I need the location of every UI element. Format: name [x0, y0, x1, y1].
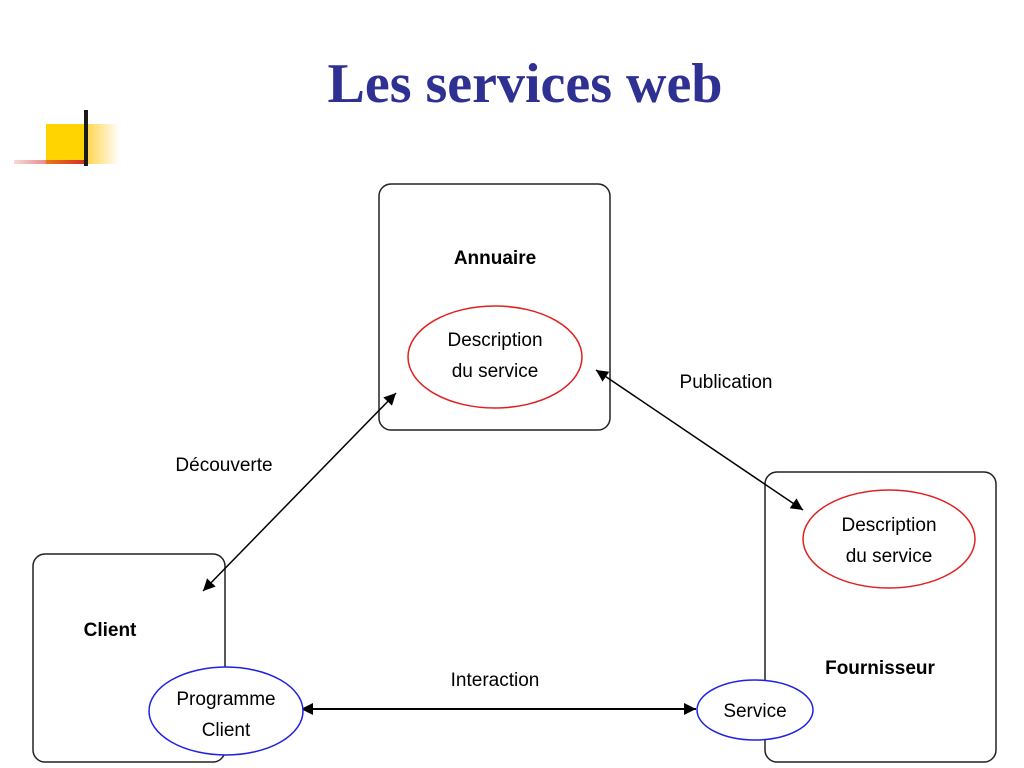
annuaire-description-line2: du service: [452, 361, 539, 382]
black-bar-decoration: [84, 110, 88, 166]
annuaire-node: Annuaire Description du service: [378, 183, 611, 431]
yellow-fade-decoration: [86, 124, 120, 164]
red-bar-decoration: [14, 160, 86, 164]
client-label: Client: [84, 620, 137, 641]
interaction-label: Interaction: [451, 670, 540, 691]
annuaire-description-line1: Description: [447, 330, 542, 351]
publication-label: Publication: [680, 372, 773, 393]
programme-client-line1: Programme: [176, 689, 275, 710]
fournisseur-node: Description du service Fournisseur: [764, 471, 997, 763]
service-label: Service: [723, 701, 786, 722]
decouverte-label: Découverte: [175, 455, 272, 476]
decouverte-arrow: [202, 392, 397, 592]
annuaire-label: Annuaire: [454, 248, 536, 269]
programme-client-node: Programme Client: [148, 666, 304, 756]
service-ellipse: [696, 679, 814, 741]
programme-client-line2: Client: [202, 720, 251, 741]
programme-client-ellipse: [148, 666, 304, 756]
service-node: Service: [696, 679, 814, 741]
slide-title: Les services web: [327, 53, 723, 115]
annuaire-description-ellipse: [407, 305, 583, 409]
fournisseur-description-ellipse: [802, 489, 976, 589]
publication-arrow: [595, 369, 804, 511]
fournisseur-label: Fournisseur: [825, 658, 935, 679]
fournisseur-description-line2: du service: [846, 546, 933, 567]
yellow-square-decoration: [46, 124, 86, 164]
fournisseur-description-line1: Description: [841, 515, 936, 536]
slide-bullet-decoration: [0, 0, 130, 180]
